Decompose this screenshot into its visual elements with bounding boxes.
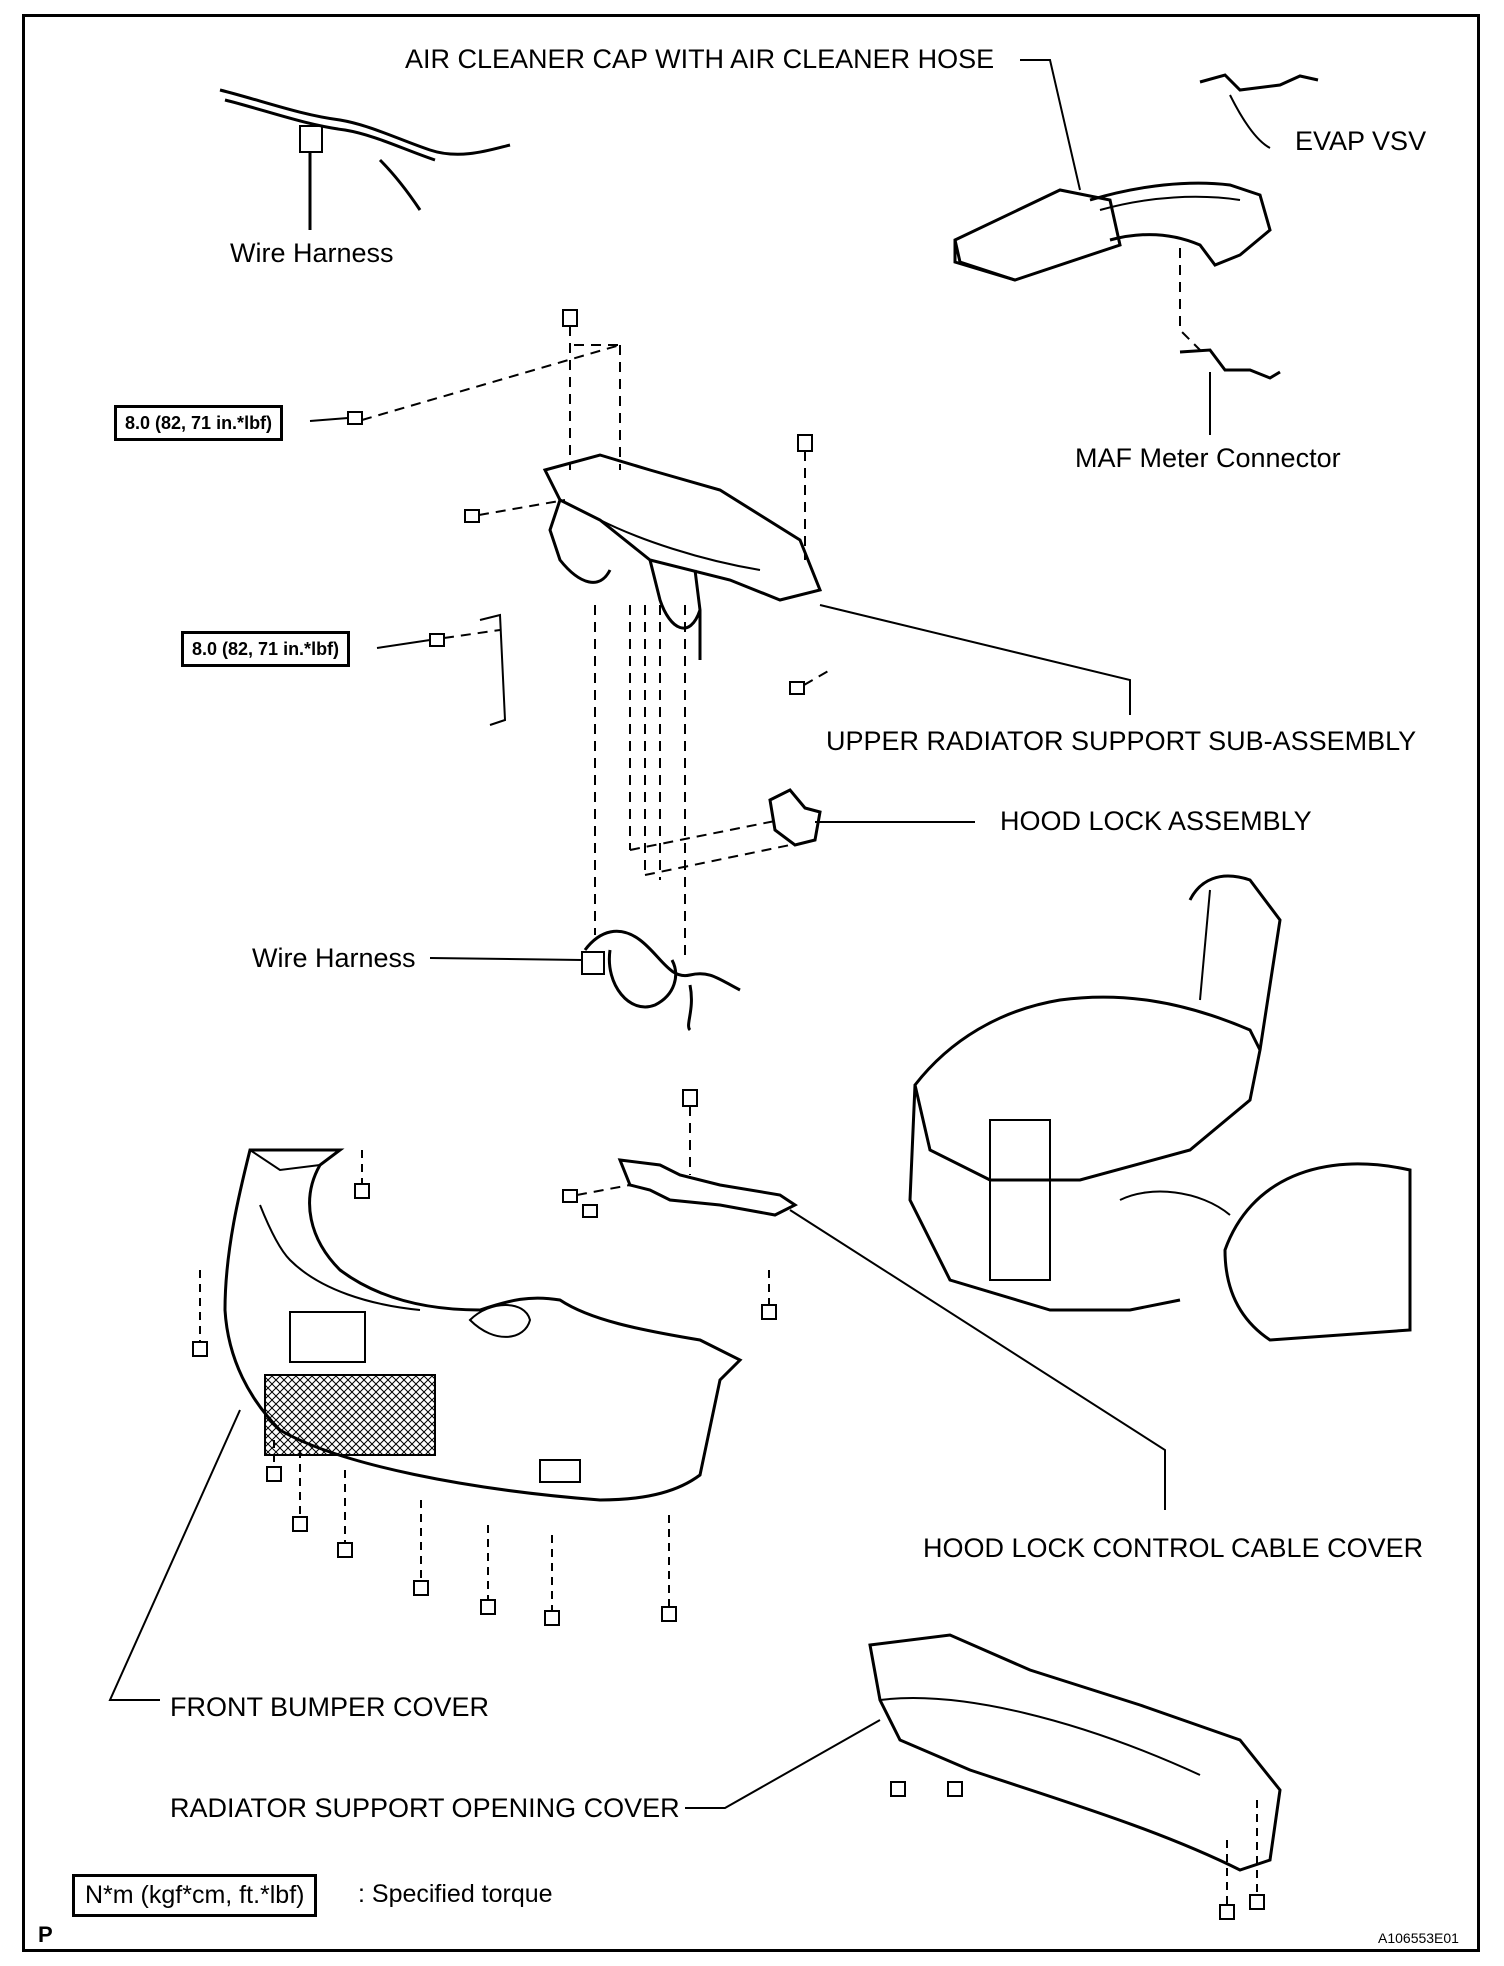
- maf-connector-label: MAF Meter Connector: [1075, 443, 1341, 473]
- page-mark: P: [38, 1922, 53, 1947]
- evap-vsv-drawing: [1199, 73, 1319, 92]
- car-drawing: [913, 995, 1262, 1182]
- air-cleaner-label: AIR CLEANER CAP WITH AIR CLEANER HOSE: [405, 44, 995, 74]
- radiator-opening-cover-label: RADIATOR SUPPORT OPENING COVER: [170, 1793, 680, 1823]
- radiator-opening-cover-drawing: [868, 1633, 1282, 1872]
- hood-lock-cable-cover-drawing: [617, 1158, 798, 1217]
- upper-radiator-support-drawing: [542, 453, 823, 602]
- air-cleaner-drawing: [953, 188, 1122, 282]
- front-bumper-cover-label: FRONT BUMPER COVER: [170, 1692, 490, 1722]
- wire-harness-top-label: Wire Harness: [230, 238, 394, 268]
- hood-lock-cable-cover-label: HOOD LOCK CONTROL CABLE COVER: [923, 1533, 1424, 1563]
- wire-harness-mid-label: Wire Harness: [252, 943, 416, 973]
- legend-torque-text: : Specified torque: [358, 1880, 553, 1908]
- wire-harness-top-drawing: [219, 88, 511, 156]
- wire-harness-mid-drawing: [583, 929, 741, 992]
- legend-torque-box: N*m (kgf*cm, ft.*lbf): [72, 1874, 318, 1917]
- maf-connector-drawing: [1179, 348, 1281, 380]
- upper-radiator-support-label: UPPER RADIATOR SUPPORT SUB-ASSEMBLY: [826, 726, 1417, 756]
- torque-spec-box: 8.0 (82, 71 in.*lbf): [181, 631, 351, 667]
- diagram-frame: [22, 14, 1480, 1952]
- hood-lock-label: HOOD LOCK ASSEMBLY: [1000, 806, 1312, 836]
- evap-vsv-label: EVAP VSV: [1295, 126, 1427, 156]
- figure-id: A106553E01: [1378, 1930, 1459, 1946]
- hood-lock-drawing: [768, 788, 822, 847]
- front-bumper-drawing: [223, 1148, 743, 1502]
- torque-spec-box: 8.0 (82, 71 in.*lbf): [114, 405, 284, 441]
